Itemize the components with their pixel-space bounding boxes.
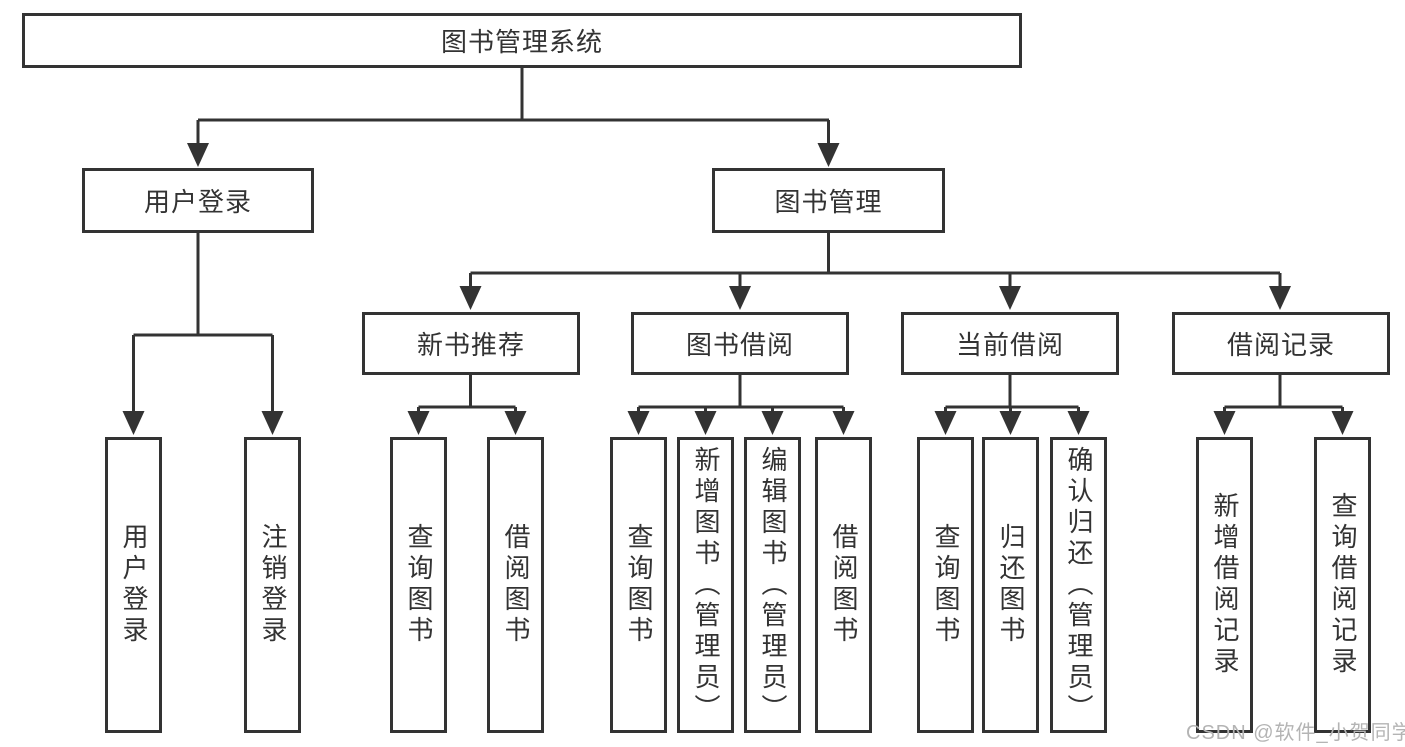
node-book-borrowing: 图书借阅 [631, 312, 849, 375]
node-current-borrowing: 当前借阅 [901, 312, 1119, 375]
csdn-watermark: CSDN @软件_小贺同学 [1186, 722, 1405, 744]
arrowheads [122, 143, 1354, 435]
leaf-return-books: 归还图书 [982, 437, 1039, 733]
leaf-query-books-borrowing: 查询图书 [610, 437, 667, 733]
leaf-query-borrow-record: 查询借阅记录 [1314, 437, 1371, 733]
node-root-system: 图书管理系统 [22, 13, 1022, 68]
leaf-query-books-current: 查询图书 [917, 437, 974, 733]
node-borrowing-records: 借阅记录 [1172, 312, 1390, 375]
leaf-confirm-return-admin: 确认归还（管理员） [1050, 437, 1107, 733]
node-book-management: 图书管理 [712, 168, 945, 233]
leaf-logout: 注销登录 [244, 437, 301, 733]
node-user-login: 用户登录 [82, 168, 314, 233]
leaf-borrow-books-borrowing: 借阅图书 [815, 437, 872, 733]
leaf-add-books-admin: 新增图书（管理员） [677, 437, 734, 733]
connector-paths [132, 68, 1344, 413]
leaf-query-books-recommend: 查询图书 [390, 437, 447, 733]
leaf-user-login: 用户登录 [105, 437, 162, 733]
leaf-borrow-books-recommend: 借阅图书 [487, 437, 544, 733]
node-new-book-recommendation: 新书推荐 [362, 312, 580, 375]
leaf-add-borrow-record: 新增借阅记录 [1196, 437, 1253, 733]
leaf-edit-books-admin: 编辑图书（管理员） [744, 437, 801, 733]
